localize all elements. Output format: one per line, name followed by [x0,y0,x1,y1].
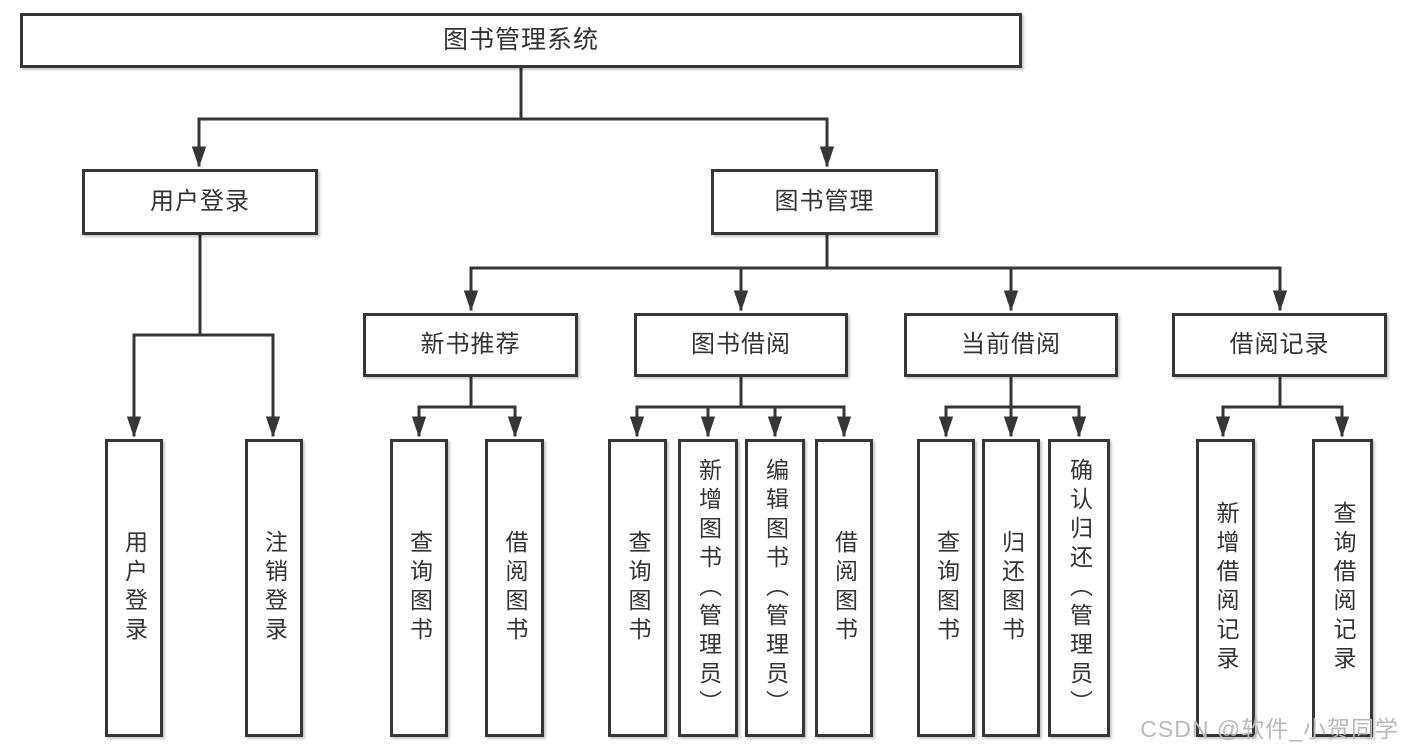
leaf-current-query-book: 查询图书 [917,439,975,737]
leaf-logout: 注销登录 [245,439,303,737]
leaf-borrow-add-book-admin: 新增图书（管理员） [678,439,738,737]
leaf-newbook-query-book: 查询图书 [390,439,448,737]
leaf-newbook-query-book-label: 查询图书 [406,530,433,646]
node-new-book-recommend-label: 新书推荐 [420,331,521,358]
leaf-logout-label: 注销登录 [261,530,288,646]
leaf-current-confirm-return-admin-label: 确认归还（管理员） [1066,457,1093,719]
connector-record-to-leaves [1216,375,1349,437]
leaf-newbook-borrow-book-label: 借阅图书 [502,530,528,646]
leaf-borrow-borrow-book-label: 借阅图书 [831,530,858,646]
leaf-borrow-borrow-book: 借阅图书 [815,439,873,737]
leaf-current-query-book-label: 查询图书 [933,530,960,646]
leaf-record-add-borrow-record: 新增借阅记录 [1196,439,1255,737]
connector-root-to-level2 [192,66,834,167]
connector-userlogin-to-leaves [127,233,280,437]
connector-bookmgmt-to-level3 [464,233,1287,311]
leaf-borrow-query-book: 查询图书 [608,439,667,737]
connector-current-to-leaves [939,375,1086,437]
leaf-borrow-add-book-admin-label: 新增图书（管理员） [695,457,722,719]
node-book-management-label: 图书管理 [774,188,875,215]
leaf-record-query-borrow-record: 查询借阅记录 [1312,439,1373,737]
node-borrow-record: 借阅记录 [1172,313,1387,377]
node-library-system: 图书管理系统 [20,13,1022,68]
leaf-user-login: 用户登录 [105,439,163,737]
node-current-borrow-label: 当前借阅 [961,331,1061,358]
node-new-book-recommend: 新书推荐 [363,313,578,377]
leaf-current-return-book: 归还图书 [982,439,1040,737]
connector-newbook-to-leaves [412,375,522,437]
leaf-borrow-edit-book-admin-label: 编辑图书（管理员） [762,457,789,719]
node-user-login-label: 用户登录 [150,188,250,215]
connector-borrow-to-leaves [630,375,851,437]
leaf-newbook-borrow-book: 借阅图书 [485,439,544,737]
leaf-borrow-edit-book-admin: 编辑图书（管理员） [745,439,805,737]
leaf-current-return-book-label: 归还图书 [998,530,1025,646]
node-book-borrow: 图书借阅 [634,313,848,377]
csdn-watermark: CSDN @软件_小贺同学 [1140,716,1399,742]
leaf-current-confirm-return-admin: 确认归还（管理员） [1048,439,1110,737]
node-current-borrow: 当前借阅 [904,313,1118,377]
node-user-login: 用户登录 [82,169,318,235]
leaf-borrow-query-book-label: 查询图书 [625,530,651,646]
node-library-system-label: 图书管理系统 [442,26,599,54]
node-book-management: 图书管理 [711,169,938,235]
node-book-borrow-label: 图书借阅 [691,331,791,358]
leaf-record-query-borrow-record-label: 查询借阅记录 [1330,501,1356,675]
leaf-user-login-label: 用户登录 [121,530,148,646]
leaf-record-add-borrow-record-label: 新增借阅记录 [1213,501,1239,675]
node-borrow-record-label: 借阅记录 [1229,331,1330,358]
